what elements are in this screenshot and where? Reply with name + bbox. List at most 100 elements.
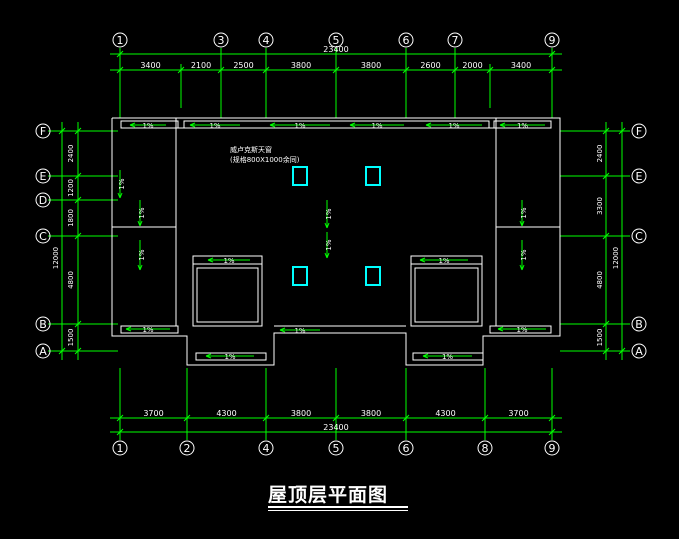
axis-bubble-right: E xyxy=(636,170,643,183)
slope-label: 1% xyxy=(223,257,234,265)
slope-label: 1% xyxy=(294,327,305,335)
top-total-dimension: 23400 xyxy=(323,45,348,54)
right-dimension: 2400 xyxy=(596,145,604,163)
axis-bubble-bottom: 2 xyxy=(184,442,191,455)
slope-arrowhead xyxy=(521,220,525,227)
bottom-dimension: 3800 xyxy=(361,409,381,418)
top-dimension: 3800 xyxy=(291,61,311,70)
slope-arrowhead xyxy=(326,222,330,229)
dimension-tick xyxy=(58,347,66,355)
stair-roof-box xyxy=(192,263,263,327)
right-dimension: 1500 xyxy=(596,329,604,347)
slope-arrowhead xyxy=(422,355,429,359)
axis-bubble-bottom: 1 xyxy=(117,442,124,455)
bottom-dimension: 3800 xyxy=(291,409,311,418)
slope-arrowhead xyxy=(129,124,136,128)
slope-label: 1% xyxy=(442,353,453,361)
dimension-tick xyxy=(548,50,556,58)
slope-label-vertical: 1% xyxy=(325,239,333,250)
bottom-total-dimension: 23400 xyxy=(323,423,348,432)
bottom-dimension: 4300 xyxy=(435,409,455,418)
axis-bubble-bottom-circle xyxy=(477,440,493,456)
dimension-tick xyxy=(116,50,124,58)
title-underline-thin xyxy=(268,510,408,511)
left-total-dimension: 12000 xyxy=(52,247,60,269)
slope-label-vertical: 1% xyxy=(325,208,333,219)
axis-bubble-bottom-circle xyxy=(544,440,560,456)
dimension-tick xyxy=(262,66,270,74)
axis-bubble-bottom-circle xyxy=(258,440,274,456)
drawing-title: 屋顶层平面图 xyxy=(268,484,389,506)
dimension-tick xyxy=(177,66,185,74)
roof-outline xyxy=(111,117,561,366)
axis-bubble-bottom-circle xyxy=(179,440,195,456)
dimension-tick xyxy=(116,414,124,422)
axis-bubble-left: D xyxy=(39,194,47,207)
axis-bubble-top: 9 xyxy=(549,34,556,47)
axis-bubble-right-circle xyxy=(631,228,647,244)
slope-arrowhead xyxy=(207,259,214,263)
top-dimension: 2600 xyxy=(420,61,440,70)
axis-bubble-left-circle xyxy=(35,343,51,359)
axis-bubble-top-circle xyxy=(398,32,414,48)
dimension-tick xyxy=(74,320,82,328)
slope-arrowhead xyxy=(349,124,356,128)
bottom-dimension: 4300 xyxy=(216,409,236,418)
axis-bubble-top-circle xyxy=(213,32,229,48)
slope-label-vertical: 1% xyxy=(138,249,146,260)
slope-label: 1% xyxy=(209,122,220,130)
dimension-tick xyxy=(548,66,556,74)
slope-arrowhead xyxy=(117,192,121,199)
axis-bubble-right: F xyxy=(636,125,642,138)
dimension-tick xyxy=(451,66,459,74)
slope-arrowhead xyxy=(422,353,429,357)
dimension-tick xyxy=(74,172,82,180)
slope-arrowhead xyxy=(189,122,196,126)
dimension-tick xyxy=(618,347,626,355)
skylight-window xyxy=(365,166,381,186)
axis-bubble-left-circle xyxy=(35,168,51,184)
right-total-dimension: 12000 xyxy=(612,247,620,269)
dimension-tick xyxy=(402,414,410,422)
slope-arrowhead xyxy=(139,264,143,271)
axis-bubble-right: A xyxy=(635,345,643,358)
axis-bubble-top-circle xyxy=(258,32,274,48)
slope-arrowhead xyxy=(269,124,276,128)
stair-roof-box xyxy=(410,263,483,327)
dimension-tick xyxy=(602,347,610,355)
gutter-strip xyxy=(489,325,552,334)
slope-label-vertical: 1% xyxy=(138,207,146,218)
axis-bubble-bottom-circle xyxy=(328,440,344,456)
axis-bubble-right-circle xyxy=(631,343,647,359)
axis-bubble-top: 6 xyxy=(403,34,410,47)
dimension-tick xyxy=(481,414,489,422)
axis-bubble-left-circle xyxy=(35,192,51,208)
axis-bubble-bottom-circle xyxy=(398,440,414,456)
slope-arrowhead xyxy=(119,192,123,199)
slope-label: 1% xyxy=(224,353,235,361)
dimension-tick xyxy=(618,127,626,135)
dimension-tick xyxy=(602,320,610,328)
axis-bubble-top-circle xyxy=(112,32,128,48)
dimension-tick xyxy=(74,232,82,240)
axis-bubble-top-circle xyxy=(544,32,560,48)
left-dimension: 1200 xyxy=(67,179,75,197)
gutter-strip xyxy=(195,352,267,361)
slope-arrowhead xyxy=(425,124,432,128)
axis-bubble-top: 7 xyxy=(452,34,459,47)
left-dimension: 1500 xyxy=(67,329,75,347)
slope-arrowhead xyxy=(279,327,286,331)
slope-arrowhead xyxy=(189,124,196,128)
slope-label-vertical: 1% xyxy=(118,178,126,189)
right-dimension: 4800 xyxy=(596,271,604,289)
axis-bubble-right: C xyxy=(635,230,643,243)
slope-arrowhead xyxy=(139,220,143,227)
axis-bubble-bottom: 4 xyxy=(263,442,270,455)
top-dimension: 2000 xyxy=(462,61,482,70)
dimension-tick xyxy=(74,347,82,355)
axis-bubble-right: B xyxy=(635,318,643,331)
slope-label: 1% xyxy=(516,326,527,334)
dimension-tick xyxy=(58,127,66,135)
slope-arrowhead xyxy=(519,220,523,227)
